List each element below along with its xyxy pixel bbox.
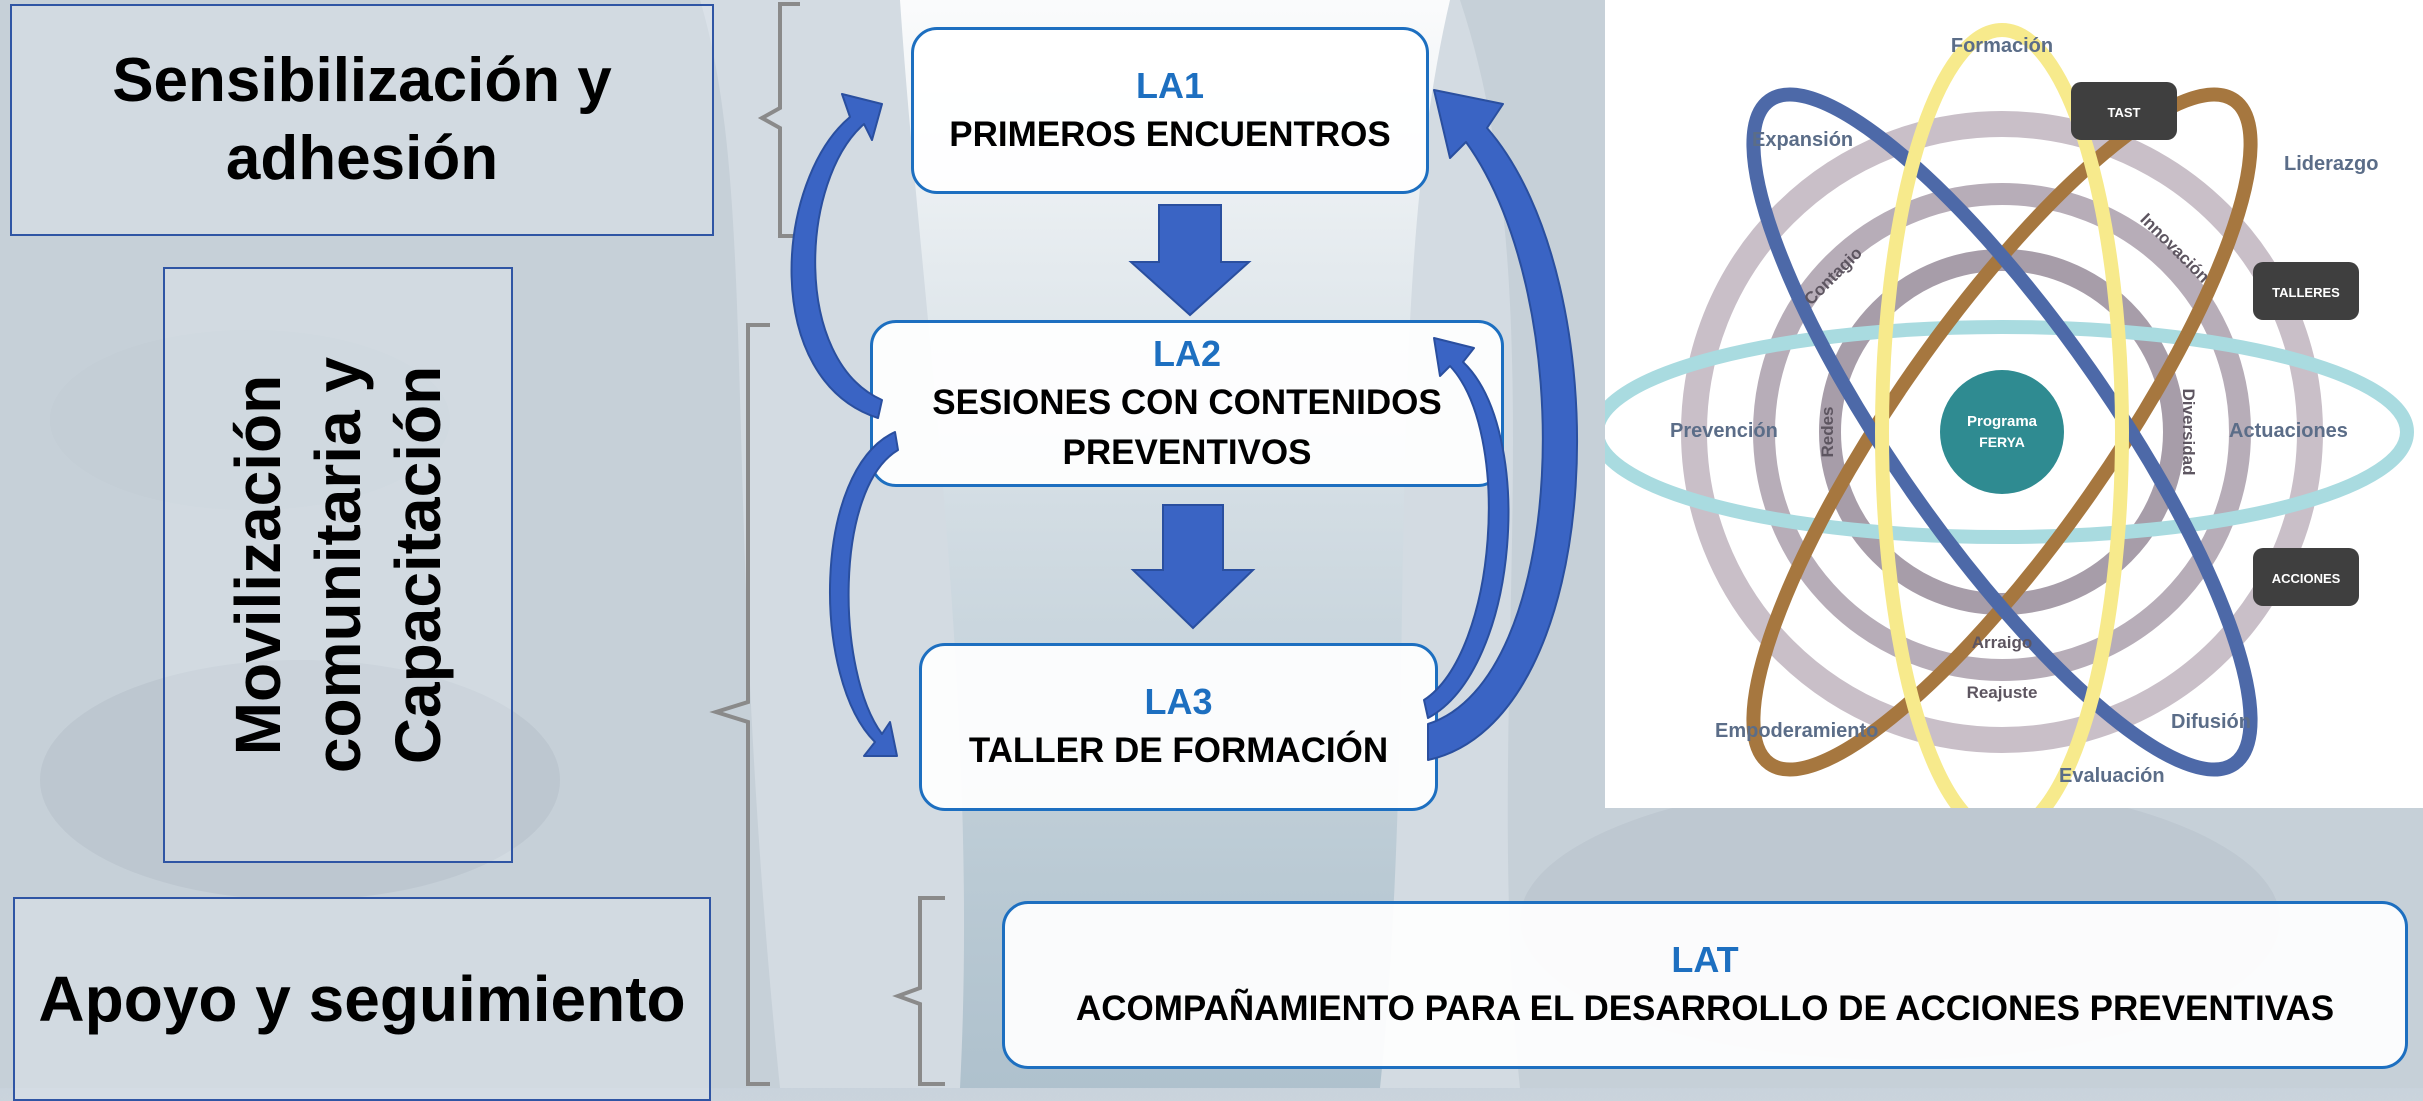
phase-support-box: Apoyo y seguimiento <box>13 897 711 1101</box>
action-la3-title: TALLER DE FORMACIÓN <box>968 731 1389 770</box>
action-la2-code: LA2 <box>1152 332 1221 374</box>
label-prevencion: Prevención <box>1670 420 1778 442</box>
action-la1-box: LA1 PRIMEROS ENCUENTROS <box>911 27 1429 194</box>
tag-acciones: ACCIONES <box>2253 548 2359 606</box>
arrow-la2-back-to-la1 <box>790 93 883 419</box>
arrow-la1-to-la2 <box>1128 204 1252 317</box>
label-empoderamiento: Empoderamiento <box>1715 720 1878 742</box>
orbit-brown <box>1746 87 2258 777</box>
orbit-navy <box>1746 87 2258 777</box>
label-arraigo: Arraigo <box>1972 633 2032 652</box>
arrow-la3-back-to-la2 <box>1423 337 1510 719</box>
label-liderazgo: Liderazgo <box>2284 153 2378 175</box>
tag-tast: TAST <box>2071 82 2177 140</box>
action-lat-title: ACOMPAÑAMIENTO PARA EL DESARROLLO DE ACC… <box>1075 989 2335 1028</box>
label-diversidad: Diversidad <box>2179 389 2198 476</box>
action-la2-box: LA2 SESIONES CON CONTENIDOS PREVENTIVOS <box>870 320 1504 487</box>
phase-awareness-line2: adhesión <box>225 124 499 193</box>
ferya-model-diagram: Programa FERYA Formación Liderazgo Actua… <box>1590 23 2414 841</box>
arrow-la3-back-to-la1 <box>1427 89 1579 761</box>
action-la3-box: LA3 TALLER DE FORMACIÓN <box>919 643 1438 811</box>
center-label-line1: Programa <box>1967 413 2038 430</box>
tag-tast-label: TAST <box>2108 105 2141 120</box>
center-circle <box>1940 370 2064 494</box>
brace-mobilization <box>709 323 770 1086</box>
label-actuaciones: Actuaciones <box>2229 420 2348 442</box>
label-expansion: Expansión <box>1752 129 1853 151</box>
action-la3-code: LA3 <box>1144 681 1213 722</box>
action-la2-title-line2: PREVENTIVOS <box>1062 432 1312 472</box>
label-difusion: Difusión <box>2171 711 2251 733</box>
brace-support <box>892 896 945 1086</box>
arrow-la2-to-la3 <box>1130 504 1256 630</box>
center-label-line2: FERYA <box>1979 434 2025 450</box>
phase-support-label: Apoyo y seguimiento <box>38 963 686 1035</box>
label-redes: Redes <box>1818 406 1837 457</box>
action-lat-code: LAT <box>1671 939 1739 980</box>
label-formacion: Formación <box>1951 35 2053 57</box>
tag-acciones-label: ACCIONES <box>2272 571 2341 586</box>
phase-awareness-box: Sensibilización y adhesión <box>10 4 714 236</box>
phase-awareness-line1: Sensibilización y <box>112 46 612 115</box>
action-la2-title-line1: SESIONES CON CONTENIDOS <box>932 382 1442 422</box>
action-lat-box: LAT ACOMPAÑAMIENTO PARA EL DESARROLLO DE… <box>1002 901 2408 1069</box>
label-reajuste: Reajuste <box>1967 683 2038 702</box>
ring-outer <box>1681 111 2323 753</box>
action-la1-code: LA1 <box>1135 64 1204 106</box>
brace-awareness <box>757 2 800 238</box>
tag-talleres: TALLERES <box>2253 262 2359 320</box>
ring-middle <box>1753 183 2251 681</box>
action-la1-title: PRIMEROS ENCUENTROS <box>949 114 1391 154</box>
arrow-la2-to-la3-curve <box>829 431 899 757</box>
phase-mobilization-box: Movilización comunitaria y Capacitación <box>163 267 513 863</box>
label-evaluacion: Evaluación <box>2059 765 2165 787</box>
tag-talleres-label: TALLERES <box>2272 285 2340 300</box>
ferya-model-panel: Programa FERYA Formación Liderazgo Actua… <box>1590 0 2423 841</box>
